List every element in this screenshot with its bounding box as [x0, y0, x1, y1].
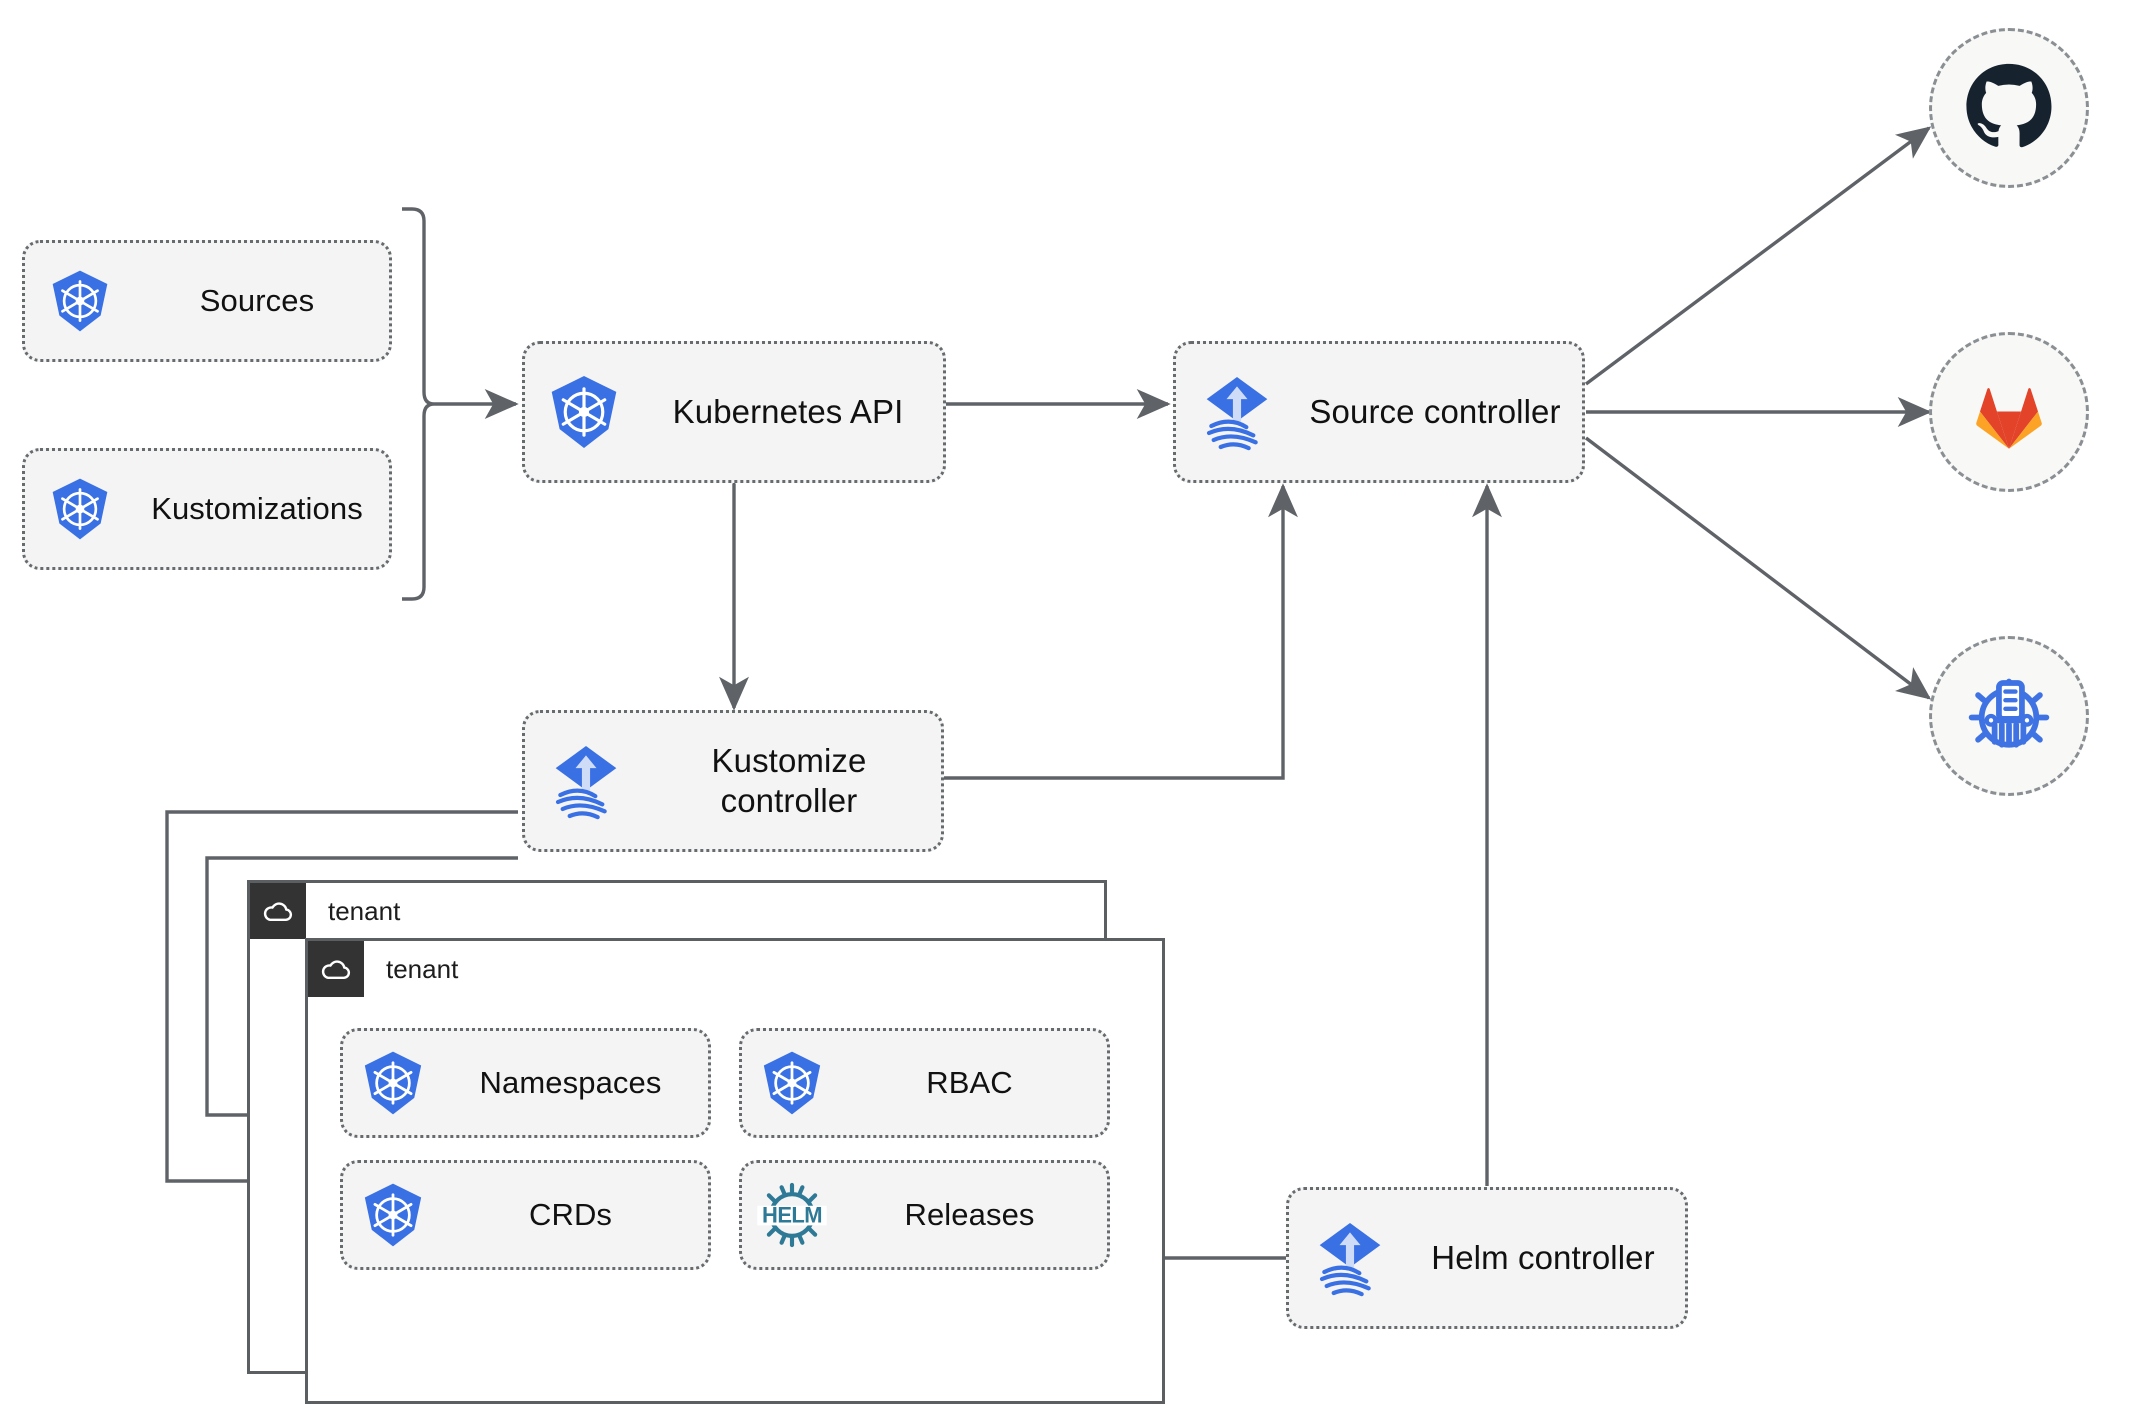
cloud-icon [250, 883, 306, 939]
kubernetes-icon [343, 1049, 443, 1117]
cloud-icon [308, 941, 364, 997]
node-source-controller[interactable]: Source controller [1173, 341, 1585, 483]
arrow-kustomize-to-source-controller [944, 483, 1298, 780]
arrow-source-to-helm-charts [1584, 436, 1932, 700]
kubernetes-icon [742, 1049, 842, 1117]
arrow-source-to-github [1584, 126, 1932, 386]
tenant-back-header: tenant [250, 883, 400, 939]
node-helm-controller[interactable]: Helm controller [1286, 1187, 1688, 1329]
svg-text:HELM: HELM [762, 1203, 822, 1228]
brace-sources-kustomizations [402, 207, 435, 601]
node-label: Kustomize controller [711, 741, 867, 819]
github-icon [1966, 63, 2052, 148]
node-label: Helm controller [1431, 1238, 1655, 1276]
node-label: RBAC [926, 1065, 1013, 1101]
node-label: Sources [199, 283, 315, 319]
tenant-resource-grid: Namespaces RBAC [340, 1028, 1110, 1270]
tenant-front-label: tenant [386, 953, 459, 984]
node-label: CRDs [528, 1197, 613, 1233]
node-kubernetes-api[interactable]: Kubernetes API [522, 341, 946, 483]
node-label: Kubernetes API [672, 392, 904, 430]
node-label: Source controller [1309, 392, 1561, 430]
repo-helm-charts[interactable] [1929, 636, 2089, 796]
node-kustomizations[interactable]: Kustomizations [22, 448, 392, 570]
node-sources[interactable]: Sources [22, 240, 392, 362]
kubernetes-icon [343, 1181, 443, 1249]
flux-icon [1176, 370, 1298, 454]
helm-icon: HELM [742, 1178, 842, 1252]
node-crds[interactable]: CRDs [340, 1160, 711, 1270]
node-namespaces[interactable]: Namespaces [340, 1028, 711, 1138]
gitlab-icon [1976, 388, 2042, 449]
repo-github[interactable] [1929, 28, 2089, 188]
kubernetes-icon [25, 268, 135, 334]
helm-charts-icon [1968, 678, 2050, 748]
node-label: Releases [904, 1197, 1035, 1233]
flux-icon [525, 739, 647, 823]
kubernetes-icon [25, 476, 135, 542]
tenant-back-label: tenant [328, 895, 401, 926]
node-label: Namespaces [479, 1065, 662, 1101]
kubernetes-icon [525, 373, 643, 451]
node-label: Kustomizations [151, 491, 363, 527]
node-kustomize-controller[interactable]: Kustomize controller [522, 710, 944, 852]
node-rbac[interactable]: RBAC [739, 1028, 1110, 1138]
tenant-front-header: tenant [308, 941, 458, 997]
repo-gitlab[interactable] [1929, 332, 2089, 492]
node-releases[interactable]: HELM Releases [739, 1160, 1110, 1270]
flux-icon [1289, 1216, 1411, 1300]
